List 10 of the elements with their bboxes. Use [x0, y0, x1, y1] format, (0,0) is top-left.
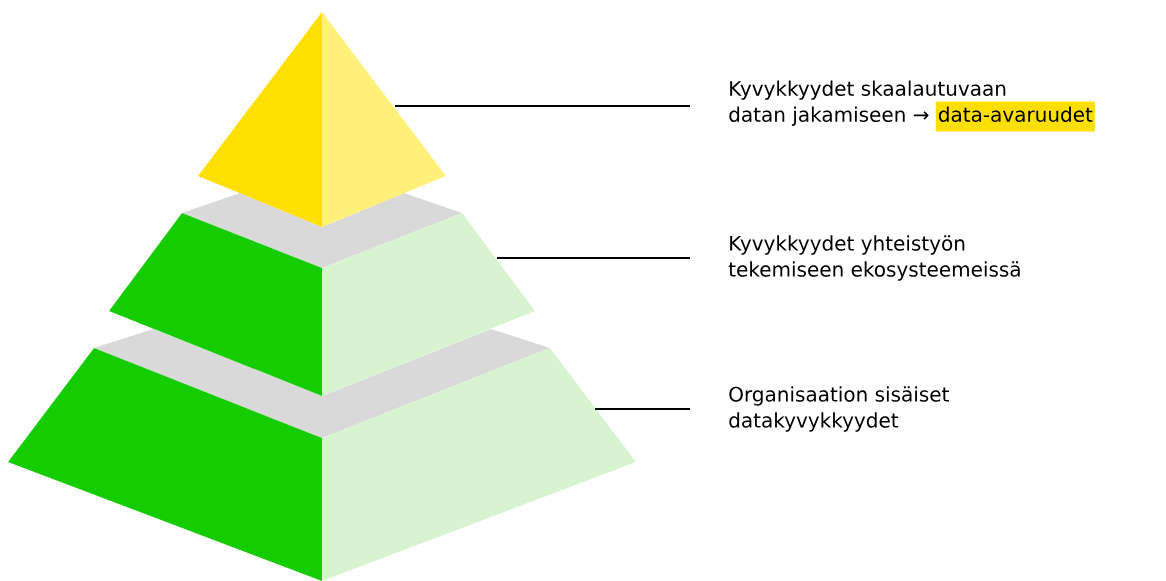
label-text: Kyvykkyydet skaalautuvaan datan jakamiseen → data-avaruudet [729, 80, 1095, 132]
highlight-label: data-avaruudet [935, 101, 1095, 132]
leader-line [496, 257, 691, 259]
label-text: Kyvykkyydet yhteistyön tekemiseen ekosysteemeissä [728, 235, 1020, 281]
leader-line [394, 105, 691, 107]
label-text: Organisaation sisäiset datakyvykkyydet [729, 386, 949, 432]
leader-line [594, 408, 691, 410]
pyramid-tier [198, 12, 446, 227]
pyramid-tier [8, 329, 636, 581]
pyramid-tier [109, 193, 535, 396]
